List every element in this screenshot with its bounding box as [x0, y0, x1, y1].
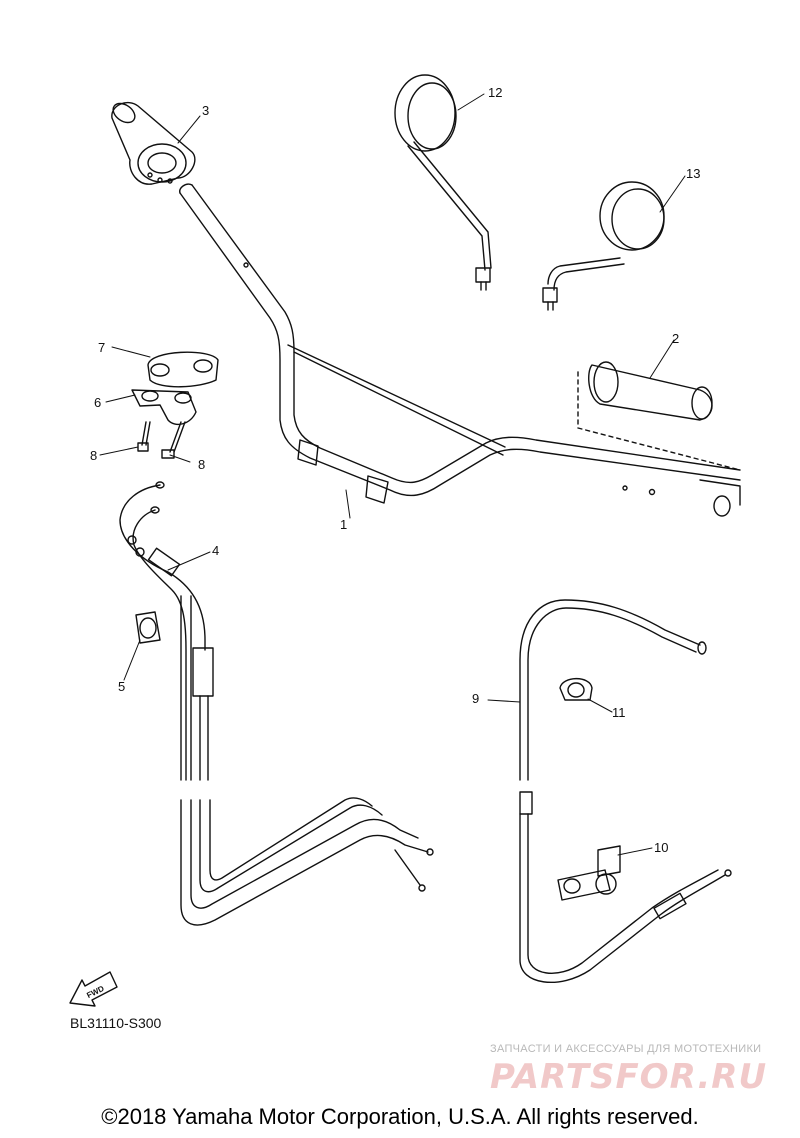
- callout-4: 4: [212, 543, 219, 558]
- throttle-grip-part: [111, 101, 196, 185]
- callout-12: 12: [488, 85, 502, 100]
- callout-10: 10: [654, 840, 668, 855]
- callout-6: 6: [94, 395, 101, 410]
- lower-holder-part: [131, 389, 197, 426]
- callout-2: 2: [672, 331, 679, 346]
- callout-13: 13: [686, 166, 700, 181]
- small-clip-part: [559, 677, 593, 701]
- cable-clamp-part: [135, 611, 161, 644]
- mirror-right-part: [542, 181, 665, 311]
- callout-1: 1: [340, 517, 347, 532]
- throttle-cables-part: [119, 481, 434, 926]
- handlebar-part: [179, 183, 741, 517]
- callout-11: 11: [612, 705, 626, 720]
- right-grip-part: [577, 361, 741, 471]
- callout-labels: 3 12 13 2 7 6 8 8 1 4 5 9 11 10 FWD: [85, 85, 700, 1000]
- watermark-tagline: ЗАПЧАСТИ И АКСЕССУАРЫ ДЛЯ МОТОТЕХНИКИ: [490, 1043, 762, 1055]
- leader-lines: [99, 93, 686, 856]
- callout-8b: 8: [198, 457, 205, 472]
- callout-7: 7: [98, 340, 105, 355]
- mirror-left-part: [394, 74, 492, 291]
- callout-9: 9: [472, 691, 479, 706]
- fwd-arrow-icon: [69, 971, 118, 1007]
- copyright-notice: ©2018 Yamaha Motor Corporation, U.S.A. A…: [101, 1104, 699, 1129]
- diagram-code: BL31110-S300: [70, 1015, 162, 1031]
- bolt-parts: [137, 421, 186, 459]
- watermark-logo: PARTSFOR.RU: [490, 1057, 768, 1097]
- callout-5: 5: [118, 679, 125, 694]
- callout-3: 3: [202, 103, 209, 118]
- cable-guide-part: [557, 845, 621, 901]
- upper-holder-part: [147, 351, 219, 388]
- clutch-cable-part: [519, 599, 732, 983]
- callout-8a: 8: [90, 448, 97, 463]
